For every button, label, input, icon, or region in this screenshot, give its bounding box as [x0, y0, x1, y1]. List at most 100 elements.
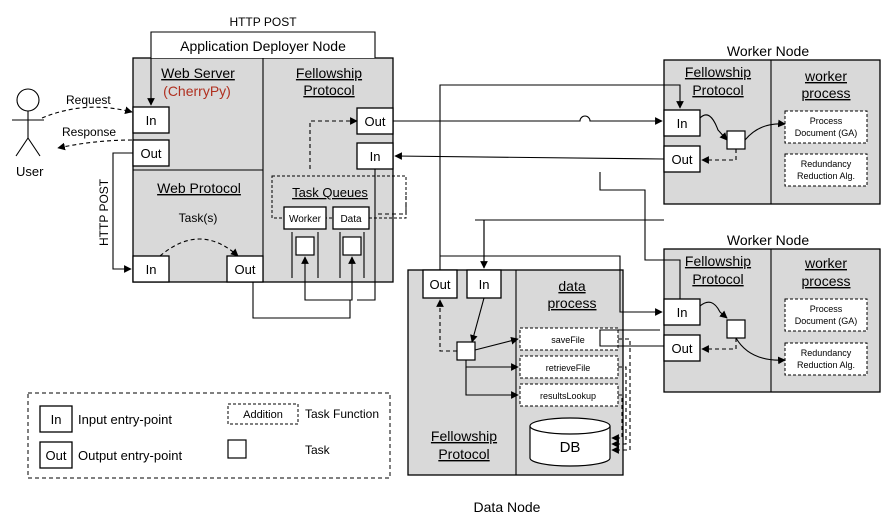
worker2-out-port: [663, 334, 701, 362]
app-fellowship-label-1: Fellowship: [296, 65, 362, 81]
svg-text:Protocol: Protocol: [692, 82, 743, 98]
web-server-label: Web Server: [161, 65, 235, 81]
worker1-title: Worker Node: [727, 43, 809, 59]
svg-text:saveFile: saveFile: [551, 335, 585, 345]
data-node-title: Data Node: [474, 499, 541, 515]
savefile-function: [519, 327, 619, 351]
http-post-side-arrow: [112, 152, 133, 273]
svg-text:Fellowship: Fellowship: [685, 64, 751, 80]
svg-text:Out: Out: [46, 448, 67, 463]
svg-text:data: data: [558, 278, 585, 294]
legend-in-label: Input entry-point: [78, 412, 172, 427]
svg-text:Process: Process: [810, 116, 843, 126]
legend-in-symbol: [39, 405, 73, 433]
svg-text:Fellowship: Fellowship: [431, 428, 497, 444]
svg-text:Protocol: Protocol: [692, 271, 743, 287]
svg-text:Fellowship: Fellowship: [685, 253, 751, 269]
worker1-process-document: [784, 110, 868, 144]
worker-queue-task: [295, 236, 315, 256]
http-post-top-arrow: [147, 31, 376, 106]
legend-out-symbol: [39, 441, 73, 469]
worker2-title: Worker Node: [727, 232, 809, 248]
svg-text:worker: worker: [804, 68, 847, 84]
svg-text:retrieveFile: retrieveFile: [546, 363, 591, 373]
svg-text:Out: Out: [235, 262, 256, 277]
task-queues-label: Task Queues: [292, 185, 368, 200]
worker1-redundancy-reduction: [784, 153, 868, 187]
legend-out-label: Output entry-point: [78, 448, 182, 463]
worker1-task: [726, 130, 746, 150]
queue-feed-1: [252, 256, 351, 319]
svg-text:Out: Out: [672, 152, 693, 167]
web-protocol-in-port: [132, 255, 170, 283]
db-cylinder: [529, 417, 611, 467]
svg-text:Document (GA): Document (GA): [795, 128, 858, 138]
queue-feed-3: [357, 169, 376, 301]
data-node-task: [456, 341, 476, 361]
svg-text:process: process: [801, 273, 850, 289]
svg-text:Data: Data: [340, 214, 362, 225]
web-server-in-port: [132, 106, 170, 134]
svg-text:Redundancy: Redundancy: [801, 348, 852, 358]
web-server-out-port: [132, 139, 170, 167]
worker2-task: [726, 319, 746, 339]
svg-text:resultsLookup: resultsLookup: [540, 391, 596, 401]
app-fellowship-label-2: Protocol: [303, 82, 354, 98]
legend-task-symbol: [227, 439, 247, 459]
svg-text:Document (GA): Document (GA): [795, 316, 858, 326]
tasks-label: Task(s): [179, 211, 218, 225]
response-label: Response: [62, 125, 116, 139]
response-arrow: [57, 139, 133, 151]
request-label: Request: [66, 93, 111, 107]
legend-task-function-label: Task Function: [305, 407, 379, 421]
resultslookup-function: [519, 383, 619, 407]
svg-text:process: process: [801, 85, 850, 101]
svg-text:Redundancy: Redundancy: [801, 159, 852, 169]
tasks-arrow: [159, 238, 239, 257]
svg-text:In: In: [479, 277, 490, 292]
worker2-in-port: [663, 298, 701, 326]
http-post-top-label: HTTP POST: [229, 15, 297, 29]
svg-text:Protocol: Protocol: [438, 446, 489, 462]
worker2-process-document: [784, 298, 868, 332]
worker1-in-port: [663, 109, 701, 137]
user-label: User: [16, 164, 44, 179]
svg-text:Out: Out: [430, 277, 451, 292]
worker2-redundancy-reduction: [784, 342, 868, 376]
svg-text:Reduction Alg.: Reduction Alg.: [797, 171, 855, 181]
svg-text:worker: worker: [804, 255, 847, 271]
app-node-title-bg: [151, 32, 375, 58]
svg-text:In: In: [146, 113, 157, 128]
svg-text:Out: Out: [141, 146, 162, 161]
cherrypy-label: (CherryPy): [163, 83, 231, 99]
queue-feed-2: [345, 256, 356, 301]
svg-text:Out: Out: [365, 114, 386, 129]
svg-text:In: In: [146, 262, 157, 277]
legend-task-label: Task: [305, 443, 331, 457]
app-fellowship-in-port: [356, 142, 394, 170]
app-fellowship-out-dashed: [309, 117, 358, 170]
svg-text:process: process: [547, 295, 596, 311]
http-post-side-label: HTTP POST: [97, 178, 111, 246]
svg-text:Out: Out: [672, 341, 693, 356]
legend-box: [27, 392, 391, 479]
legend-addition-symbol: [227, 403, 299, 425]
svg-text:Reduction Alg.: Reduction Alg.: [797, 360, 855, 370]
svg-text:In: In: [677, 305, 688, 320]
web-protocol-out-port: [226, 255, 264, 283]
data-queue: [332, 206, 370, 230]
app-node-title: Application Deployer Node: [180, 38, 346, 54]
data-queue-task: [342, 236, 362, 256]
request-arrow: [41, 106, 133, 119]
svg-text:In: In: [677, 116, 688, 131]
data-node-out-port: [422, 269, 458, 299]
svg-text:In: In: [51, 412, 62, 427]
svg-text:Process: Process: [810, 304, 843, 314]
app-fellowship-out-port: [356, 107, 394, 135]
worker-queue: [283, 206, 327, 230]
user-figure: [12, 88, 44, 157]
web-protocol-label: Web Protocol: [157, 180, 241, 196]
retrievefile-function: [519, 355, 619, 379]
svg-text:Worker: Worker: [289, 214, 322, 225]
